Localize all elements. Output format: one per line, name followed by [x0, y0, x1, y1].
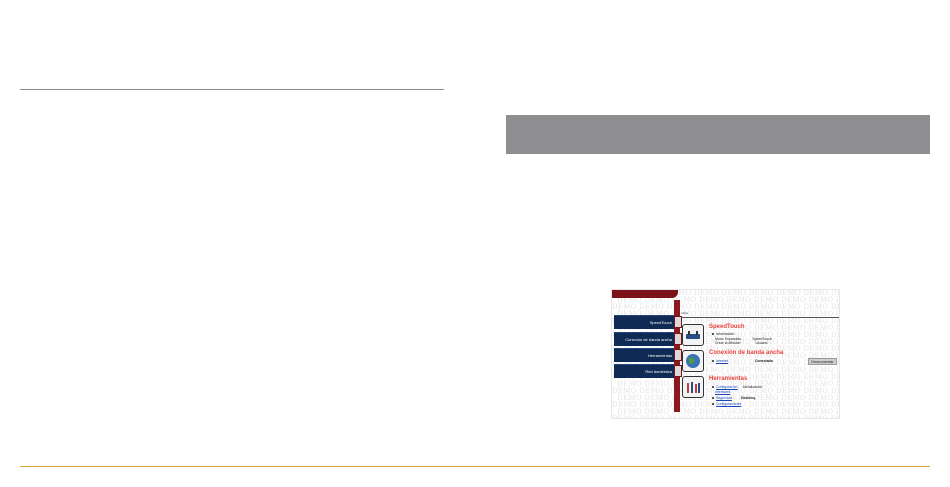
list-item[interactable]: Configuración Inicialización — [712, 385, 762, 389]
top-divider — [20, 89, 444, 90]
list-item[interactable]: Seguridad Desbloq. — [712, 396, 756, 400]
section-title-speedtouch: SpeedTouch — [709, 324, 745, 330]
section-title-broadband: Conexión de banda ancha — [709, 350, 784, 356]
bullet-icon — [712, 397, 714, 400]
list-item[interactable]: Interfaces — [715, 390, 731, 394]
speedtouch-device-icon — [682, 324, 704, 346]
globe-icon — [674, 333, 682, 345]
network-icon — [674, 365, 682, 377]
bullet-icon — [712, 333, 714, 336]
bullet-icon — [712, 360, 714, 363]
tools-icon — [674, 349, 682, 361]
list-item: Modo Expandido SpeedTouch — [715, 337, 772, 341]
list-item[interactable]: Configuraciones — [712, 402, 741, 406]
list-item[interactable]: Información — [712, 332, 734, 336]
embedded-router-screenshot: DEMO DEMO DEMO DEMO DEMO DEMO DEMO DEMO … — [611, 289, 840, 419]
breadcrumb-home[interactable]: Inicio — [681, 311, 689, 315]
list-item: Crear la difusión Usuario — [715, 341, 768, 345]
menu-item-broadband[interactable]: Conexión de banda ancha — [614, 332, 674, 346]
speedtouch-icon — [674, 316, 682, 328]
tools-image-icon — [682, 376, 704, 398]
menu-item-tools[interactable]: Herramientas — [614, 348, 674, 362]
bullet-icon — [712, 386, 714, 389]
section-title-tools: Herramientas — [709, 376, 748, 382]
list-item[interactable]: Internet Conectado — [712, 359, 773, 363]
menu-item-home-network[interactable]: Red doméstica — [614, 364, 674, 378]
disconnect-button[interactable]: Desconectar — [808, 358, 837, 365]
bullet-icon — [712, 403, 714, 406]
content-divider — [681, 317, 839, 318]
gray-header-bar — [506, 115, 930, 154]
menu-item-speedtouch[interactable]: SpeedTouch — [614, 315, 674, 329]
globe-image-icon — [682, 350, 704, 372]
red-header-band — [612, 290, 678, 298]
bottom-divider — [20, 466, 930, 467]
